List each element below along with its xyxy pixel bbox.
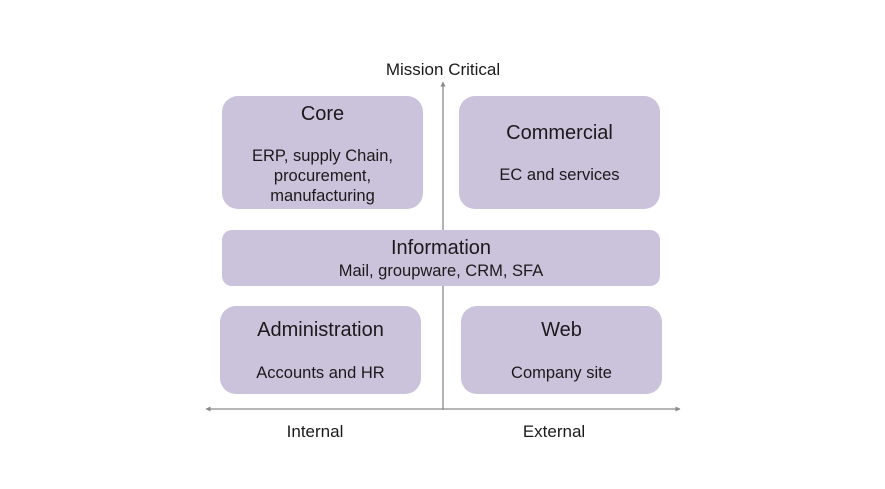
- information-box: Information Mail, groupware, CRM, SFA: [222, 230, 660, 286]
- axis-label-internal: Internal: [286, 422, 344, 441]
- administration-title: Administration: [257, 319, 384, 341]
- administration-description: Accounts and HR: [256, 364, 385, 382]
- web-box: Web Company site: [461, 306, 662, 394]
- information-title: Information: [390, 237, 492, 259]
- commercial-box: Commercial EC and services: [459, 96, 660, 209]
- commercial-description: EC and services: [499, 166, 620, 184]
- commercial-title: Commercial: [506, 122, 613, 144]
- core-description: ERP, supply Chain, procurement, manufact…: [252, 147, 393, 205]
- web-description: Company site: [511, 364, 612, 382]
- core-title: Core: [300, 103, 345, 125]
- core-box: Core ERP, supply Chain, procurement, man…: [222, 96, 423, 209]
- axis-label-external: External: [522, 422, 586, 441]
- axis-label-mission-critical: Mission Critical: [385, 60, 501, 79]
- information-description: Mail, groupware, CRM, SFA: [338, 262, 544, 280]
- administration-box: Administration Accounts and HR: [220, 306, 421, 394]
- web-title: Web: [541, 319, 582, 341]
